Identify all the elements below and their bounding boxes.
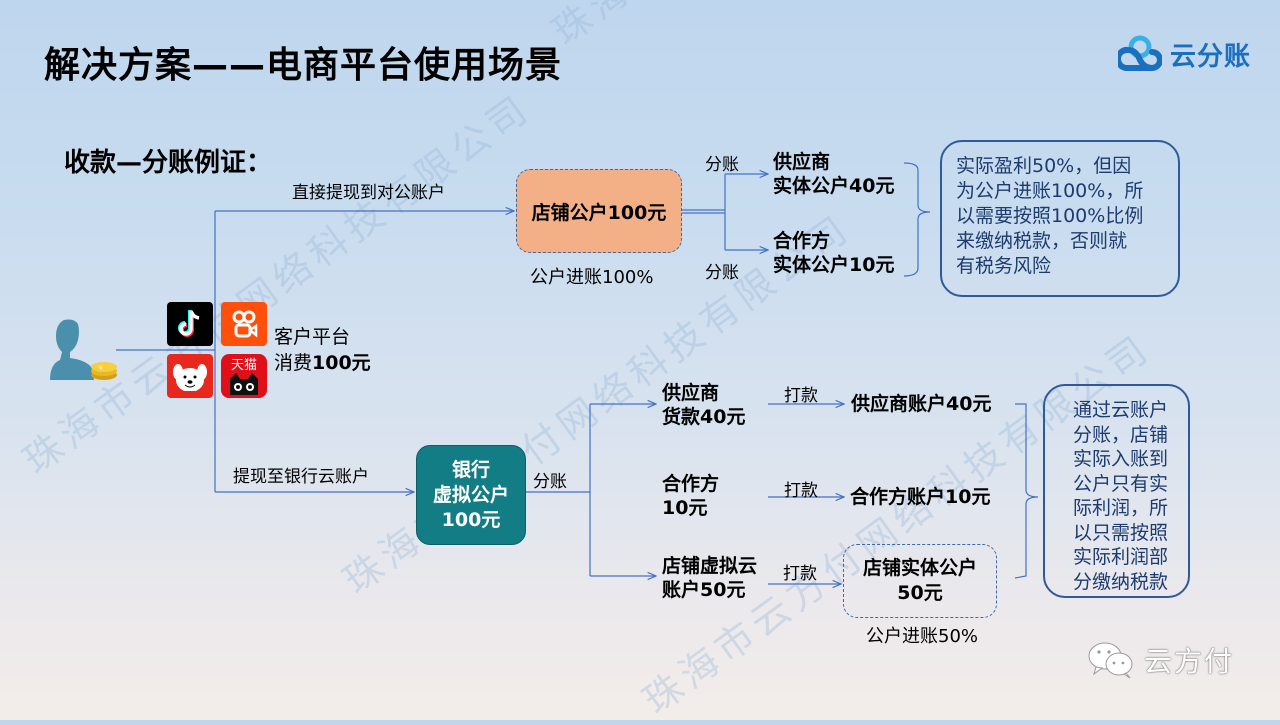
- note-line: 有税务风险: [956, 255, 1052, 277]
- bank-split-label: 分账: [533, 472, 567, 492]
- note-line: 为公户进账100%，所: [956, 180, 1144, 202]
- footer-text: 云方付: [1144, 645, 1235, 678]
- entity-box-line2: 50元: [897, 582, 943, 604]
- consume-prefix: 消费: [274, 352, 313, 374]
- customer-platform-line1: 客户平台: [274, 326, 351, 348]
- payment-label: 打款: [783, 564, 817, 584]
- user-with-coins-icon: ¥: [50, 319, 117, 380]
- source-line1: 店铺虚拟云: [662, 555, 758, 577]
- partner-account-upper: 合作方 实体公户10元: [773, 229, 894, 277]
- partner-account-lower: 合作方账户10元: [850, 486, 991, 508]
- source-line1: 合作方: [662, 473, 720, 495]
- bank-withdraw-label: 提现至银行云账户: [233, 467, 369, 487]
- customer-figure: ¥: [48, 318, 120, 388]
- note-line: 以需要按照100%比例: [956, 205, 1144, 227]
- supplier-account-upper: 供应商 实体公户40元: [773, 150, 894, 198]
- shop-income-caption: 公户进账100%: [530, 267, 654, 288]
- source-line1: 供应商: [662, 382, 720, 404]
- bank-virtual-account-box: 银行 虚拟公户 100元: [416, 445, 526, 545]
- direct-withdraw-label: 直接提现到对公账户: [292, 183, 445, 203]
- note-line: 来缴纳税款，否则就: [956, 230, 1128, 252]
- note-line: 实际盈利50%，但因: [956, 155, 1132, 177]
- supplier-amount: 实体公户40元: [773, 175, 895, 197]
- consume-amount: 100元: [312, 352, 371, 374]
- supplier-account-lower: 供应商账户40元: [851, 393, 992, 415]
- source-line2: 货款40元: [662, 406, 746, 428]
- page-title: 解决方案——电商平台使用场景: [44, 45, 563, 86]
- footer-brand: 云方付: [1086, 640, 1234, 680]
- brand-logo: 云分账: [1118, 34, 1251, 74]
- partner-payment-source: 合作方 10元: [662, 472, 719, 520]
- source-line2: 10元: [662, 497, 708, 519]
- entity-box-line1: 店铺实体公户: [862, 557, 977, 579]
- section-subtitle: 收款—分账例证：: [64, 148, 273, 178]
- shop-virtual-account-source: 店铺虚拟云 账户50元: [662, 554, 757, 602]
- source-line2: 账户50元: [662, 579, 746, 601]
- tmall-cat-icon: 天猫: [221, 354, 267, 398]
- tax-saving-note: 通过云账户分账，店铺实际入账到公户只有实际利润，所以只需按照实际利润部分缴纳税款: [1043, 384, 1190, 598]
- partner-name: 合作方: [773, 230, 831, 252]
- bank-box-line2: 虚拟公户: [432, 483, 509, 506]
- kuaishou-icon: [221, 302, 267, 346]
- customer-platform-label: 客户平台 消费100元: [274, 324, 371, 376]
- douyin-icon: [167, 302, 213, 346]
- svg-text:¥: ¥: [99, 365, 103, 372]
- shop-entity-account-box: 店铺实体公户 50元: [843, 544, 997, 618]
- split-label-top: 分账: [705, 155, 739, 175]
- entity-income-caption: 公户进账50%: [866, 626, 979, 647]
- supplier-name: 供应商: [773, 151, 831, 173]
- cloud-logo-icon: [1118, 35, 1162, 72]
- payment-label: 打款: [784, 386, 818, 406]
- partner-amount: 实体公户10元: [773, 254, 895, 276]
- watermark: 珠海市云方付网络科技有限公司: [539, 0, 1070, 56]
- wechat-icon: [1088, 642, 1133, 679]
- split-label-bottom: 分账: [705, 263, 739, 283]
- watermark: 珠海市云方付网络科技有限公司: [15, 85, 540, 483]
- logo-text: 云分账: [1170, 41, 1252, 72]
- bank-box-line3: 100元: [441, 508, 501, 531]
- jd-dog-icon: [167, 354, 213, 398]
- bank-box-line1: 银行: [451, 458, 490, 481]
- supplier-payment-source: 供应商 货款40元: [662, 381, 745, 429]
- tax-risk-note: 实际盈利50%，但因 为公户进账100%，所 以需要按照100%比例 来缴纳税款…: [940, 140, 1180, 297]
- tmall-label: 天猫: [230, 358, 257, 373]
- shop-account-box: 店铺公户100元: [516, 169, 682, 253]
- payment-label: 打款: [784, 481, 818, 501]
